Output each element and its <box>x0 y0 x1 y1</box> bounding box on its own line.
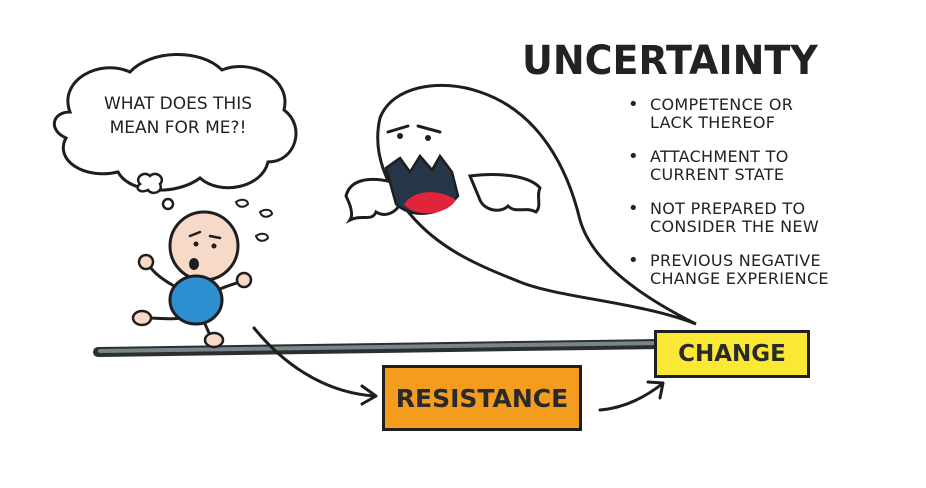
road-line <box>93 339 665 357</box>
bullet-line-2: CONSIDER THE NEW <box>650 217 819 236</box>
bullet-line-1: NOT PREPARED TO <box>650 199 806 218</box>
arrow-icon <box>252 326 665 412</box>
bullet-item: NOT PREPARED TO CONSIDER THE NEW <box>628 200 829 236</box>
bullet-line-2: CURRENT STATE <box>650 165 785 184</box>
bullet-line-2: CHANGE EXPERIENCE <box>650 269 829 288</box>
thought-line-2: MEAN FOR ME?! <box>109 118 247 138</box>
bullet-line-1: PREVIOUS NEGATIVE <box>650 251 821 270</box>
bullet-line-2: LACK THEREOF <box>650 113 776 132</box>
bullet-line-1: ATTACHMENT TO <box>650 147 789 166</box>
bullet-item: COMPETENCE OR LACK THEREOF <box>628 96 829 132</box>
thought-bubble-icon <box>53 53 298 211</box>
ghost-icon <box>344 83 697 326</box>
resistance-label: RESISTANCE <box>382 365 582 431</box>
bullet-list: COMPETENCE OR LACK THEREOF ATTACHMENT TO… <box>628 96 829 304</box>
running-person-icon <box>131 198 274 349</box>
page-title: UNCERTAINTY <box>522 38 818 84</box>
thought-bubble-text: WHAT DOES THIS MEAN FOR ME?! <box>88 92 268 140</box>
bullet-line-1: COMPETENCE OR <box>650 95 794 114</box>
bullet-item: PREVIOUS NEGATIVE CHANGE EXPERIENCE <box>628 252 829 288</box>
thought-line-1: WHAT DOES THIS <box>103 94 253 114</box>
bullet-item: ATTACHMENT TO CURRENT STATE <box>628 148 829 184</box>
change-label: CHANGE <box>654 330 810 378</box>
